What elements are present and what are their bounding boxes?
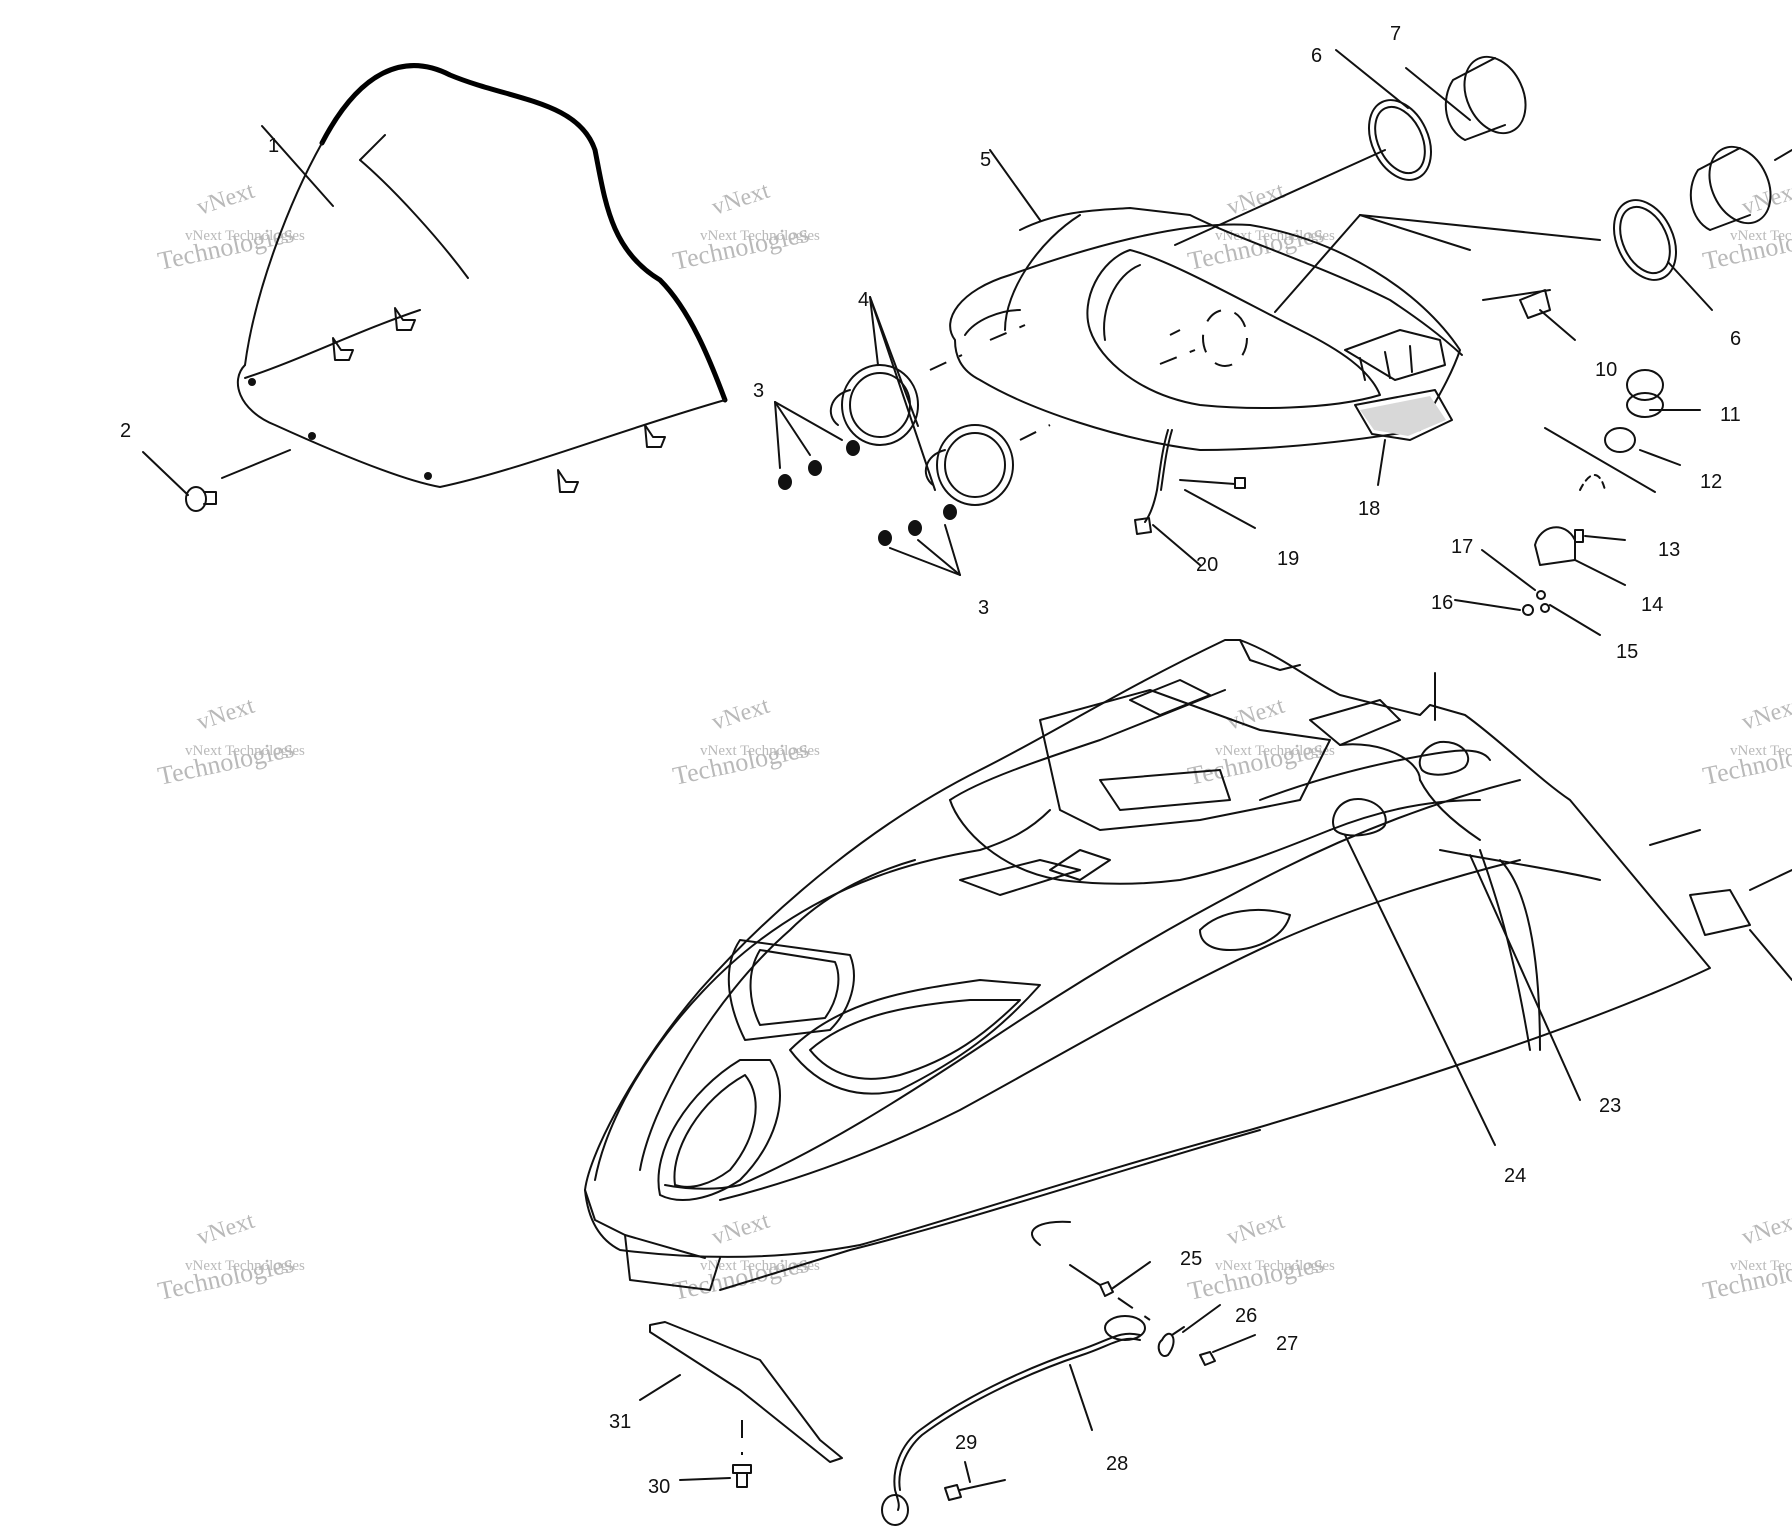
callout-12: 12 bbox=[1700, 471, 1722, 493]
watermark-text: vNext Technologies bbox=[1215, 228, 1335, 244]
callout-16: 16 bbox=[1431, 592, 1453, 614]
latch-hardware-part bbox=[1069, 1261, 1256, 1366]
callout-5: 5 bbox=[980, 149, 991, 171]
callout-6: 6 bbox=[1311, 45, 1322, 67]
callout-2: 2 bbox=[120, 420, 131, 442]
watermark-text: vNext Technologies bbox=[700, 743, 820, 759]
watermark-text: vNext bbox=[1739, 693, 1792, 736]
callout-1: 1 bbox=[268, 135, 279, 157]
watermark-text: vNext Technologies bbox=[185, 228, 305, 244]
callout-13: 13 bbox=[1658, 539, 1680, 561]
callout-3: 3 bbox=[978, 597, 989, 619]
callout-15: 15 bbox=[1616, 641, 1638, 663]
callout-26: 26 bbox=[1235, 1305, 1257, 1327]
watermark-text: vNext bbox=[709, 1208, 773, 1251]
bolt-part bbox=[1179, 477, 1256, 529]
watermark-text: vNext bbox=[194, 178, 258, 221]
watermark-text: vNext bbox=[1224, 1208, 1288, 1251]
watermark-text: vNext bbox=[709, 693, 773, 736]
watermark-text: vNext bbox=[709, 178, 773, 221]
grommet-part bbox=[774, 401, 961, 576]
callout-28: 28 bbox=[1106, 1453, 1128, 1475]
watermark-text: vNext Technologies bbox=[185, 743, 305, 759]
cable-part bbox=[881, 1315, 1146, 1526]
callout-27: 27 bbox=[1276, 1333, 1298, 1355]
callout-6: 6 bbox=[1730, 328, 1741, 350]
callout-24: 24 bbox=[1504, 1165, 1526, 1187]
windshield-part bbox=[236, 63, 728, 493]
callout-25: 25 bbox=[1180, 1248, 1202, 1270]
gauge-part bbox=[1335, 49, 1792, 311]
callout-23: 23 bbox=[1599, 1095, 1621, 1117]
watermark-text: vNext Technologies bbox=[700, 228, 820, 244]
callout-11: 11 bbox=[1720, 404, 1741, 426]
callout-10: 10 bbox=[1595, 359, 1617, 381]
watermark-text: vNext Technologies bbox=[1215, 1258, 1335, 1274]
watermark-text: vNext Technologies bbox=[1730, 1258, 1792, 1274]
callout-30: 30 bbox=[648, 1476, 670, 1498]
callout-18: 18 bbox=[1358, 498, 1380, 520]
skid-plate-part bbox=[639, 1321, 843, 1488]
callout-20: 20 bbox=[1196, 554, 1218, 576]
callout-17: 17 bbox=[1451, 536, 1473, 558]
wire-harness-part bbox=[1134, 429, 1201, 566]
watermark-text: vNext Technologies bbox=[1215, 743, 1335, 759]
foam-block-part bbox=[1354, 389, 1453, 486]
watermark-text: vNext bbox=[194, 1208, 258, 1251]
screw-part bbox=[142, 449, 291, 512]
switch-hardware-part bbox=[1454, 289, 1701, 636]
light-ring-part bbox=[829, 296, 1051, 506]
callout-19: 19 bbox=[1277, 548, 1299, 570]
callout-labels: 1 2 3 3 4 5 6 6 7 10 11 12 13 14 15 16 1… bbox=[120, 23, 1741, 1498]
watermark-text: vNext bbox=[1739, 1208, 1792, 1251]
callout-3: 3 bbox=[753, 380, 764, 402]
watermark-text: vNext Technologies bbox=[185, 1258, 305, 1274]
callout-31: 31 bbox=[609, 1411, 631, 1433]
watermark-text: vNext Technologies bbox=[1730, 228, 1792, 244]
hood-body-part bbox=[584, 639, 1792, 1291]
watermark-text: vNext bbox=[194, 693, 258, 736]
watermark-text: vNext Technologies bbox=[1730, 743, 1792, 759]
watermark-text: vNext Technologies bbox=[700, 1258, 820, 1274]
callout-29: 29 bbox=[955, 1432, 977, 1454]
callout-14: 14 bbox=[1641, 594, 1663, 616]
callout-7: 7 bbox=[1390, 23, 1401, 45]
callout-4: 4 bbox=[858, 289, 869, 311]
console-part bbox=[949, 149, 1601, 451]
